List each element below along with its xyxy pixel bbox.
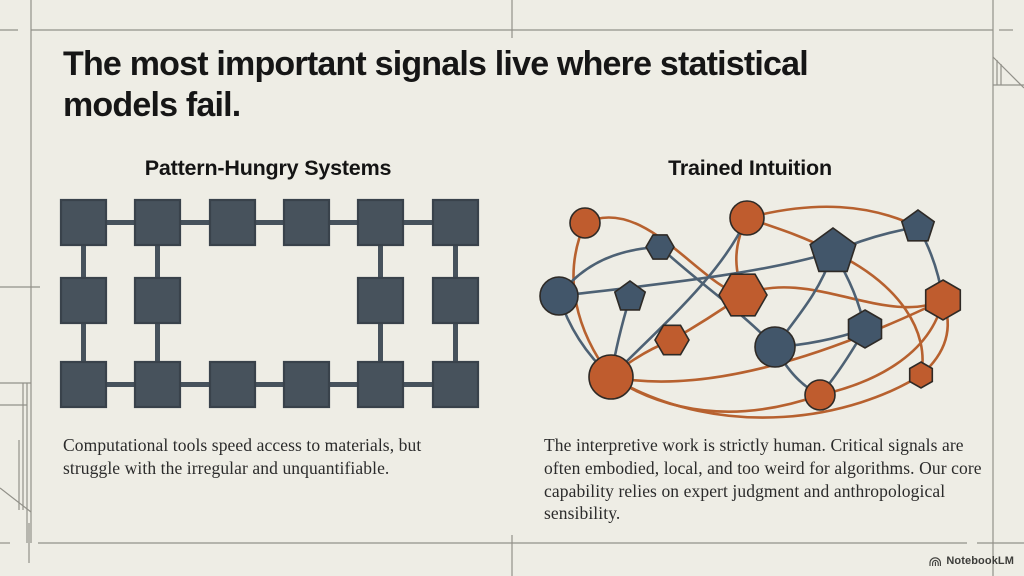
network-node-pentagon <box>613 280 647 311</box>
grid-square <box>431 198 480 247</box>
grid-square <box>133 198 182 247</box>
right-section-heading: Trained Intuition <box>668 156 832 180</box>
right-section-caption: The interpretive work is strictly human.… <box>544 435 982 524</box>
network-node-circle <box>539 276 579 316</box>
notebooklm-badge: NotebookLM <box>929 553 1014 569</box>
network-edge <box>609 216 749 379</box>
page-title: The most important signals live where st… <box>63 45 809 125</box>
grid-square <box>431 276 480 325</box>
network-node-circle <box>569 207 601 239</box>
grid-square <box>133 276 182 325</box>
grid-square <box>282 360 331 409</box>
network-edge <box>572 221 613 379</box>
network-node-pentagon <box>900 209 936 242</box>
notebooklm-label: NotebookLM <box>946 555 1014 567</box>
network-edge <box>609 373 923 419</box>
intuition-network-diagram <box>539 200 962 419</box>
network-node-hexagon <box>654 324 690 356</box>
left-section-caption: Computational tools speed access to mate… <box>63 435 422 478</box>
grid-square <box>59 360 108 409</box>
grid-square <box>356 360 405 409</box>
grid-square <box>208 360 257 409</box>
grid-square <box>282 198 331 247</box>
network-node-circle <box>804 379 836 411</box>
network-node-circle <box>729 200 765 236</box>
network-edge <box>831 250 924 377</box>
network-edge <box>741 286 945 309</box>
grid-square <box>133 360 182 409</box>
network-node-pentagon <box>809 227 857 273</box>
network-node-circle <box>754 326 796 368</box>
network-node-circle <box>588 354 634 400</box>
network-edge <box>745 205 920 229</box>
network-node-hexagon <box>924 279 962 321</box>
grid-square <box>59 198 108 247</box>
network-edge <box>818 298 945 397</box>
notebooklm-arch-icon <box>929 556 942 566</box>
network-node-hexagon <box>847 309 883 349</box>
network-node-hexagon <box>908 361 934 389</box>
grid-square <box>208 198 257 247</box>
grid-square <box>59 276 108 325</box>
grid-square <box>356 198 405 247</box>
grid-square <box>431 360 480 409</box>
left-section-heading: Pattern-Hungry Systems <box>144 156 392 180</box>
pattern-grid-diagram <box>59 198 480 409</box>
network-node-hexagon <box>718 273 768 317</box>
grid-square <box>356 276 405 325</box>
network-node-hexagon <box>645 234 675 260</box>
